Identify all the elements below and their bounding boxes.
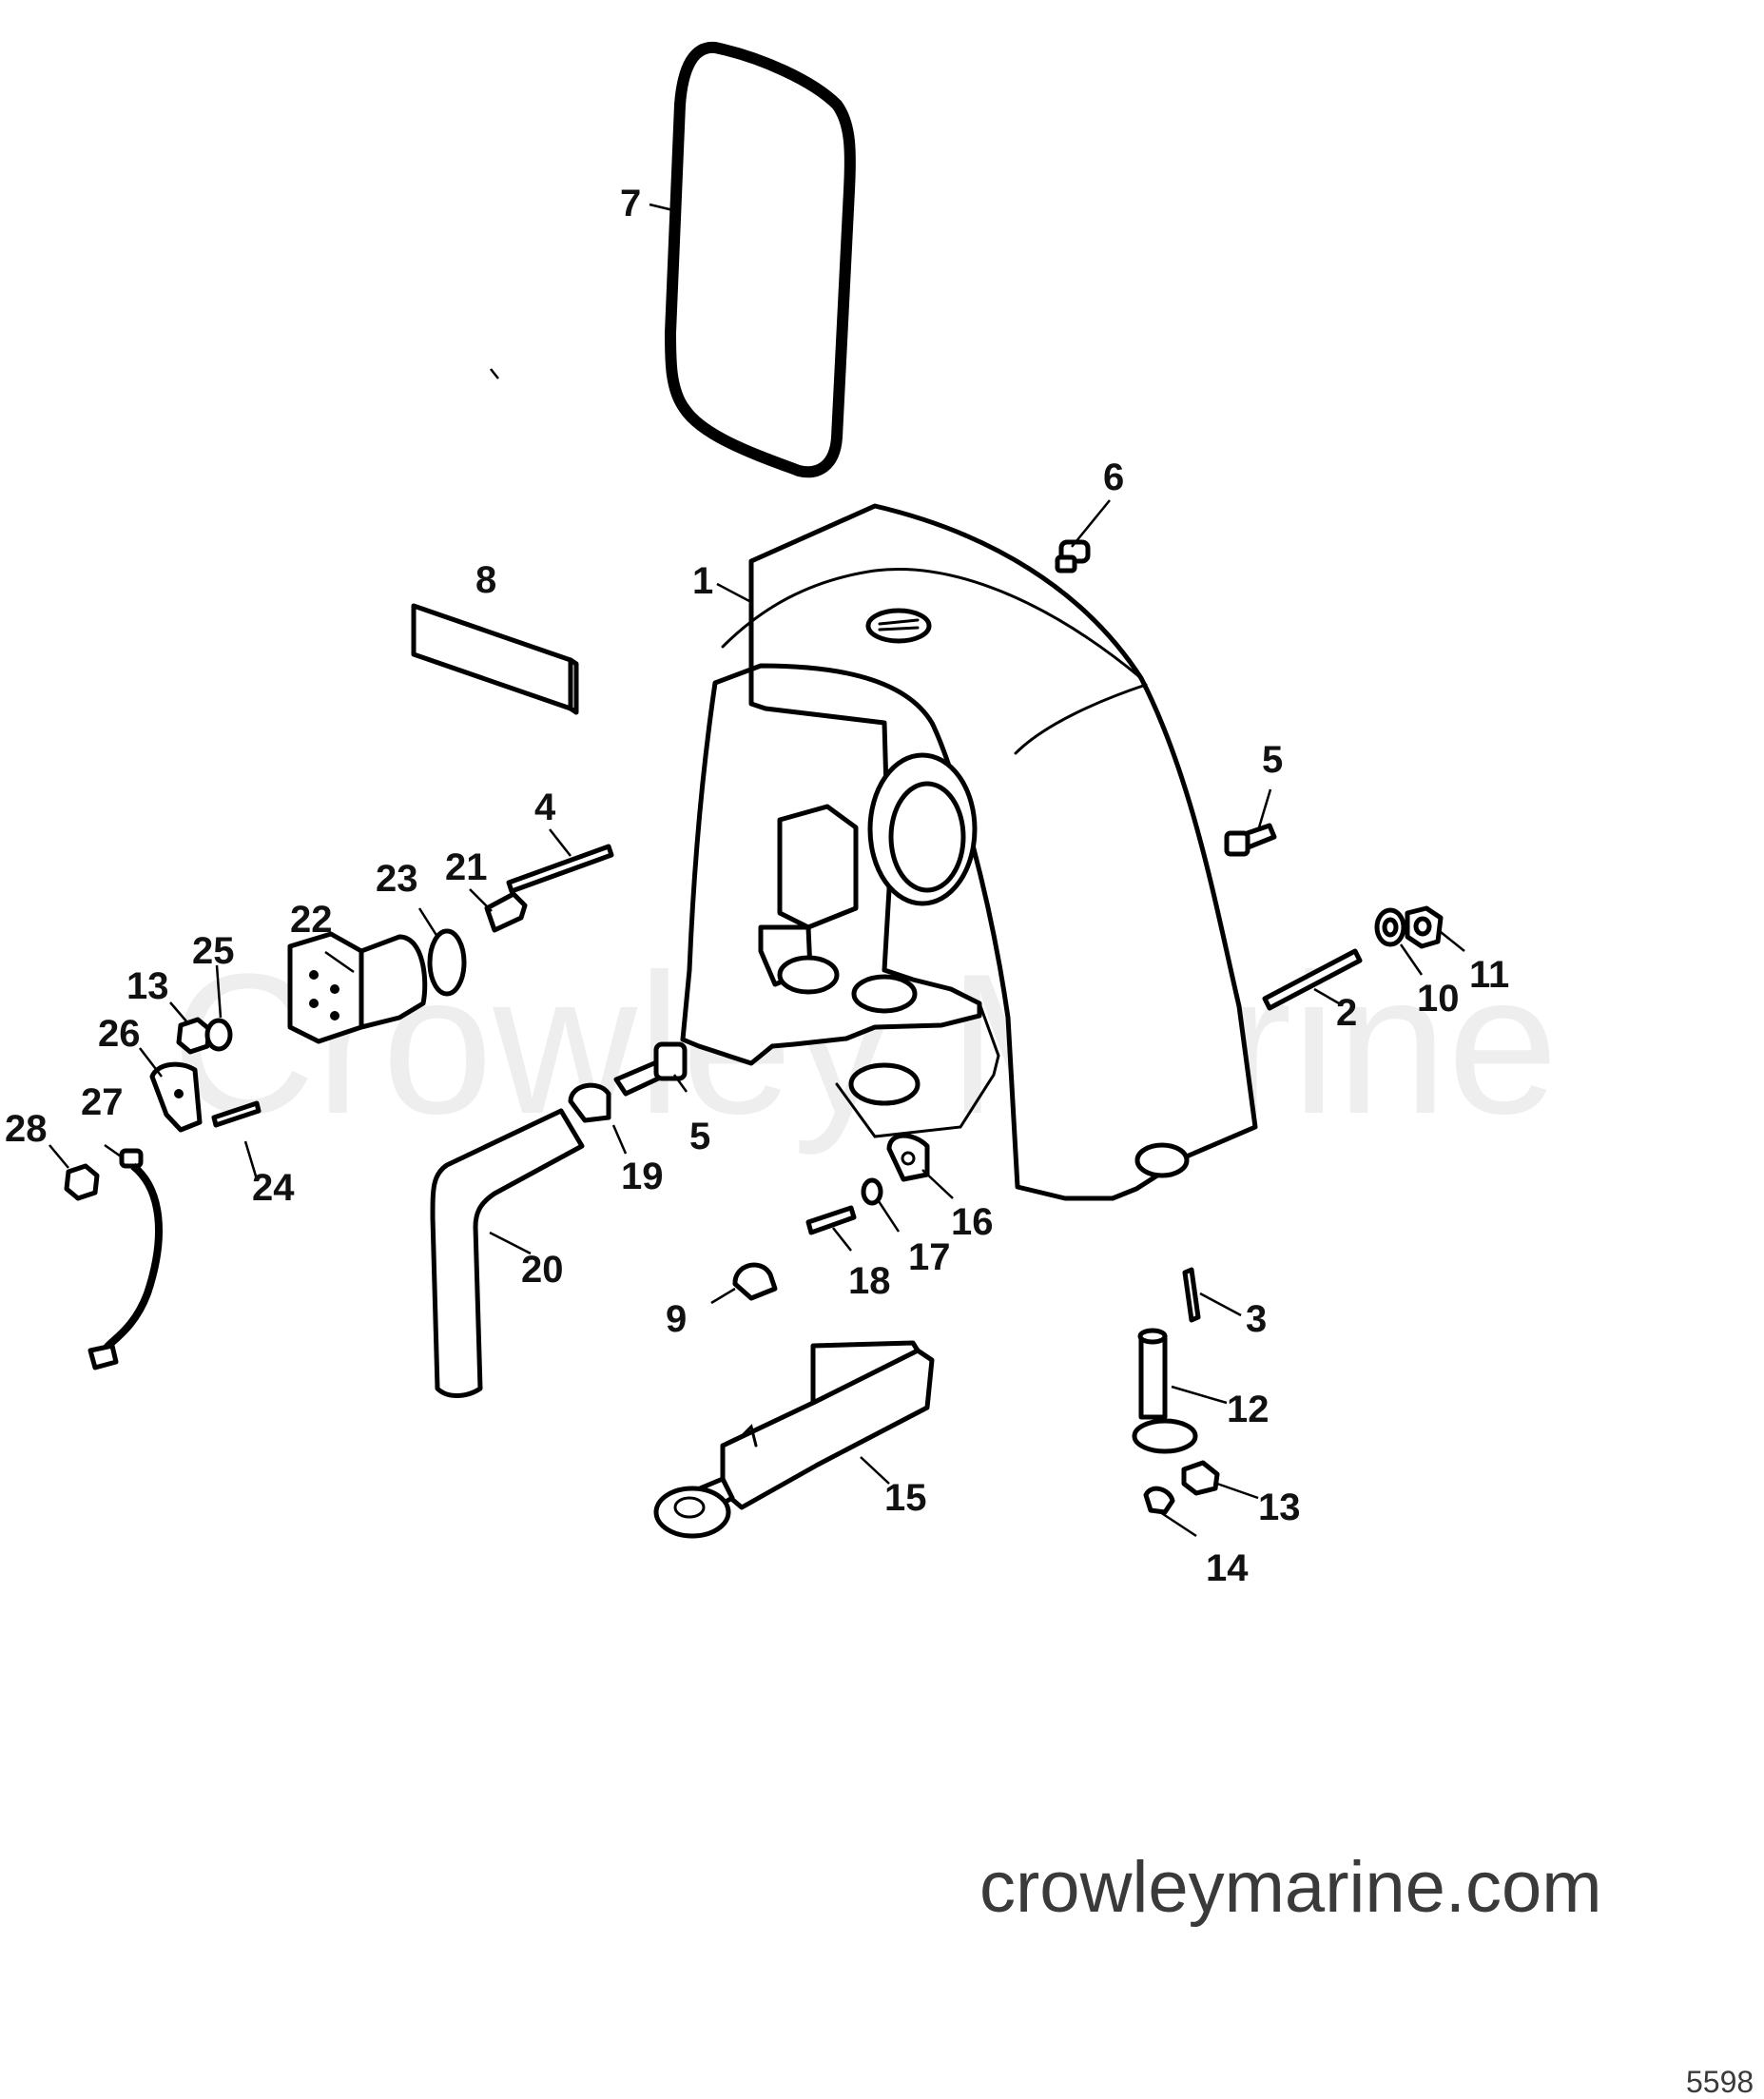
callout-4[interactable]: 4 xyxy=(534,787,556,828)
callout-8[interactable]: 8 xyxy=(475,559,496,601)
callout-17[interactable]: 17 xyxy=(908,1236,951,1278)
callout-18[interactable]: 18 xyxy=(848,1260,891,1302)
part-4-stud[interactable] xyxy=(506,844,614,894)
callout-28[interactable]: 28 xyxy=(5,1108,48,1150)
part-8-pad[interactable] xyxy=(411,603,579,715)
part-3-pin[interactable] xyxy=(1182,1267,1201,1323)
callout-26[interactable]: 26 xyxy=(98,1013,141,1055)
part-23-oring[interactable] xyxy=(427,928,467,997)
part-5-fitting-lower[interactable] xyxy=(613,1041,688,1097)
callout-3[interactable]: 3 xyxy=(1246,1298,1267,1340)
callout-5-upper[interactable]: 5 xyxy=(1262,739,1283,781)
callout-13-left[interactable]: 13 xyxy=(126,965,169,1007)
part-20-hose[interactable] xyxy=(430,1108,585,1398)
part-14-washer[interactable] xyxy=(1143,1486,1175,1515)
callout-6[interactable]: 6 xyxy=(1103,457,1124,498)
callout-14[interactable]: 14 xyxy=(1206,1547,1249,1589)
callout-16[interactable]: 16 xyxy=(951,1201,994,1243)
callout-23[interactable]: 23 xyxy=(376,858,418,900)
callout-15[interactable]: 15 xyxy=(884,1477,927,1519)
part-12-tilt-pin[interactable] xyxy=(1132,1328,1198,1454)
part-27-lead[interactable] xyxy=(87,1148,163,1370)
callout-19[interactable]: 19 xyxy=(621,1156,664,1197)
part-25-nut[interactable] xyxy=(204,1018,233,1052)
part-5-fitting-upper[interactable] xyxy=(1224,823,1277,857)
part-19-clamp[interactable] xyxy=(568,1082,611,1123)
part-1-housing[interactable] xyxy=(680,503,1258,1201)
part-17-washer[interactable] xyxy=(861,1177,883,1206)
part-10-washer[interactable] xyxy=(1374,907,1406,947)
part-18-bolt[interactable] xyxy=(805,1205,857,1235)
part-13-nut-left[interactable] xyxy=(176,1017,212,1055)
part-24-screw[interactable] xyxy=(211,1100,262,1128)
callout-25[interactable]: 25 xyxy=(192,930,235,972)
callout-2[interactable]: 2 xyxy=(1336,992,1357,1034)
callout-11[interactable]: 11 xyxy=(1469,954,1509,996)
part-13-nut-right[interactable] xyxy=(1181,1460,1220,1496)
callout-10[interactable]: 10 xyxy=(1417,978,1460,1020)
part-2-stud[interactable] xyxy=(1262,948,1363,1011)
part-16-plate[interactable] xyxy=(886,1133,930,1182)
figure-number: 5598 xyxy=(1686,2065,1754,2099)
part-11-nut[interactable] xyxy=(1405,905,1444,949)
part-7-gasket[interactable] xyxy=(665,41,856,478)
callout-27[interactable]: 27 xyxy=(81,1081,124,1123)
part-9-cap[interactable] xyxy=(732,1262,778,1301)
callout-9[interactable]: 9 xyxy=(666,1298,687,1340)
leader-lines xyxy=(48,203,1465,1538)
callouts: 7 1 8 6 5 4 21 23 22 25 13 26 27 28 24 5… xyxy=(5,183,1509,1589)
part-21-fitting[interactable] xyxy=(484,891,528,933)
part-15-cylinder[interactable] xyxy=(653,1340,935,1539)
callout-1[interactable]: 1 xyxy=(692,560,713,602)
callout-12[interactable]: 12 xyxy=(1227,1389,1270,1430)
part-22-pump[interactable] xyxy=(287,931,428,1044)
callout-24[interactable]: 24 xyxy=(252,1167,295,1209)
callout-13-right[interactable]: 13 xyxy=(1258,1487,1301,1528)
callout-5-lower[interactable]: 5 xyxy=(689,1116,710,1157)
part-28-nut[interactable] xyxy=(64,1163,100,1201)
callout-21[interactable]: 21 xyxy=(445,846,488,888)
website-label[interactable]: crowleymarine.com xyxy=(979,1847,1602,1928)
callout-7[interactable]: 7 xyxy=(620,183,641,224)
callout-20[interactable]: 20 xyxy=(521,1249,564,1291)
callout-22[interactable]: 22 xyxy=(290,899,333,941)
